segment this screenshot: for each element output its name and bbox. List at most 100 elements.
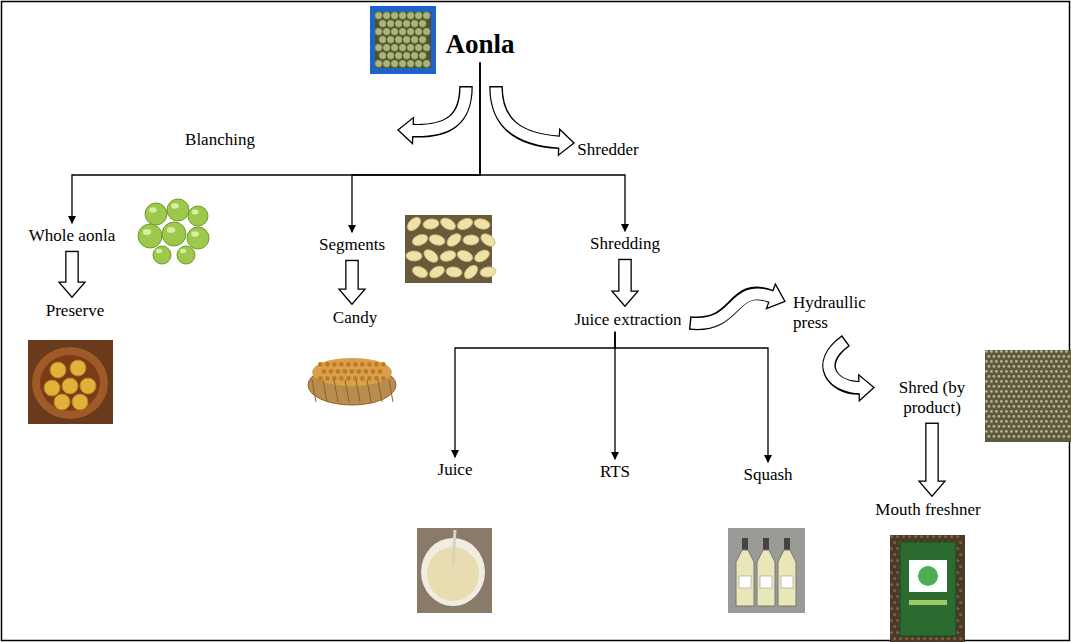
aonla-crate-photo <box>399 60 406 67</box>
mouth-freshner-photo <box>908 535 911 538</box>
mouth-freshner-photo <box>890 547 893 550</box>
aonla-shred-photo <box>1030 430 1033 433</box>
aonla-shred-photo <box>1040 430 1043 433</box>
node-text: Hydraullic press <box>793 293 883 332</box>
aonla-shred-photo <box>1043 415 1046 418</box>
mouth-freshner-photo <box>890 595 893 598</box>
aonla-preserve-photo <box>80 378 96 394</box>
aonla-shred-photo <box>1015 380 1018 383</box>
aonla-crate-photo <box>407 12 414 19</box>
aonla-shred-photo <box>1065 370 1068 373</box>
aonla-candy-photo <box>378 380 382 402</box>
aonla-shred-photo <box>1023 385 1026 388</box>
whole-aonla-photo <box>187 227 209 249</box>
aonla-candy-photo <box>381 376 386 381</box>
aonla-crate-photo <box>375 44 382 51</box>
aonla-shred-photo <box>1010 370 1013 373</box>
mouth-freshner-photo <box>917 637 920 640</box>
aonla-shred-photo <box>1000 350 1003 353</box>
aonla-squash-photo <box>739 576 751 588</box>
process-label: Squash <box>740 463 795 487</box>
aonla-shred-photo <box>1055 420 1058 423</box>
aonla-shred-photo <box>1013 395 1016 398</box>
aonla-shred-photo <box>1010 420 1013 423</box>
aonla-shred-photo <box>1018 425 1021 428</box>
aonla-candy-photo <box>357 369 362 374</box>
aonla-shred-photo <box>1005 410 1008 413</box>
aonla-crate-photo <box>399 44 406 51</box>
aonla-shred-photo <box>1068 395 1071 398</box>
aonla-candy-photo <box>305 334 400 407</box>
aonla-candy-photo <box>356 380 360 402</box>
aonla-shred-photo <box>1008 435 1011 438</box>
aonla-shred-photo <box>1035 430 1038 433</box>
aonla-shred-photo <box>1020 360 1023 363</box>
aonla-shred-photo <box>1040 400 1043 403</box>
curved-arrow <box>398 86 466 144</box>
aonla-shred-photo <box>1065 410 1068 413</box>
aonla-crate-photo <box>383 28 390 35</box>
aonla-candy-photo <box>367 362 372 367</box>
aonla-shred-photo <box>988 405 991 408</box>
mouth-freshner-photo <box>918 566 938 586</box>
aonla-shred-photo <box>1068 435 1071 438</box>
aonla-shred-photo <box>1045 400 1048 403</box>
aonla-segments-photo <box>405 215 423 233</box>
aonla-shred-photo <box>1013 415 1016 418</box>
aonla-shred-photo <box>985 390 988 393</box>
aonla-shred-photo <box>1068 405 1071 408</box>
mouth-freshner-photo <box>893 601 896 604</box>
aonla-preserve-photo <box>44 380 60 396</box>
aonla-shred-photo <box>1035 380 1038 383</box>
aonla-shred-photo <box>1020 430 1023 433</box>
aonla-shred-photo <box>1063 425 1066 428</box>
aonla-shred-photo <box>1010 410 1013 413</box>
aonla-shred-photo <box>995 360 998 363</box>
aonla-juice-photo <box>417 528 492 613</box>
aonla-shred-photo <box>998 425 1001 428</box>
aonla-shred-photo <box>1023 395 1026 398</box>
aonla-shred-photo <box>990 350 993 353</box>
mouth-freshner-photo <box>956 535 959 538</box>
whole-aonla-photo <box>156 249 162 254</box>
aonla-shred-photo <box>1058 375 1061 378</box>
mouth-freshner-photo <box>914 535 917 538</box>
flow-arrow <box>455 332 615 457</box>
aonla-shred-photo <box>1060 390 1063 393</box>
whole-aonla-photo <box>191 231 199 237</box>
aonla-shred-photo <box>1018 355 1021 358</box>
aonla-segments-photo <box>439 216 458 233</box>
aonla-shred-photo <box>1025 410 1028 413</box>
aonla-shred-photo <box>1055 430 1058 433</box>
block-arrow <box>339 260 365 304</box>
mouth-freshner-photo <box>896 535 899 538</box>
aonla-shred-photo <box>1048 365 1051 368</box>
aonla-shred-photo <box>1005 390 1008 393</box>
aonla-shred-photo <box>1040 410 1043 413</box>
aonla-crate-photo <box>415 28 422 35</box>
aonla-shred-photo <box>1038 385 1041 388</box>
aonla-shred-photo <box>1043 395 1046 398</box>
aonla-squash-photo <box>757 550 775 606</box>
aonla-shred-photo <box>985 380 988 383</box>
mouth-freshner-photo <box>890 583 893 586</box>
aonla-shred-photo <box>1033 355 1036 358</box>
aonla-shred-photo <box>993 375 996 378</box>
mouth-freshner-photo <box>893 553 896 556</box>
aonla-shred-photo <box>1068 425 1071 428</box>
aonla-shred-photo <box>990 380 993 383</box>
aonla-shred-photo <box>993 425 996 428</box>
aonla-squash-photo <box>760 576 772 588</box>
whole-aonla-photo <box>153 246 171 264</box>
aonla-shred-photo <box>1028 435 1031 438</box>
aonla-shred-photo <box>998 395 1001 398</box>
aonla-shred-photo <box>1058 435 1061 438</box>
aonla-shred-photo <box>1043 425 1046 428</box>
aonla-segments-photo <box>405 215 492 283</box>
process-label: Juice extraction <box>571 308 684 332</box>
mouth-freshner-photo <box>893 541 896 544</box>
aonla-shred-photo <box>1060 360 1063 363</box>
aonla-crate-photo <box>391 12 398 19</box>
mouth-freshner-photo <box>909 560 947 592</box>
aonla-crate-photo <box>395 52 402 59</box>
